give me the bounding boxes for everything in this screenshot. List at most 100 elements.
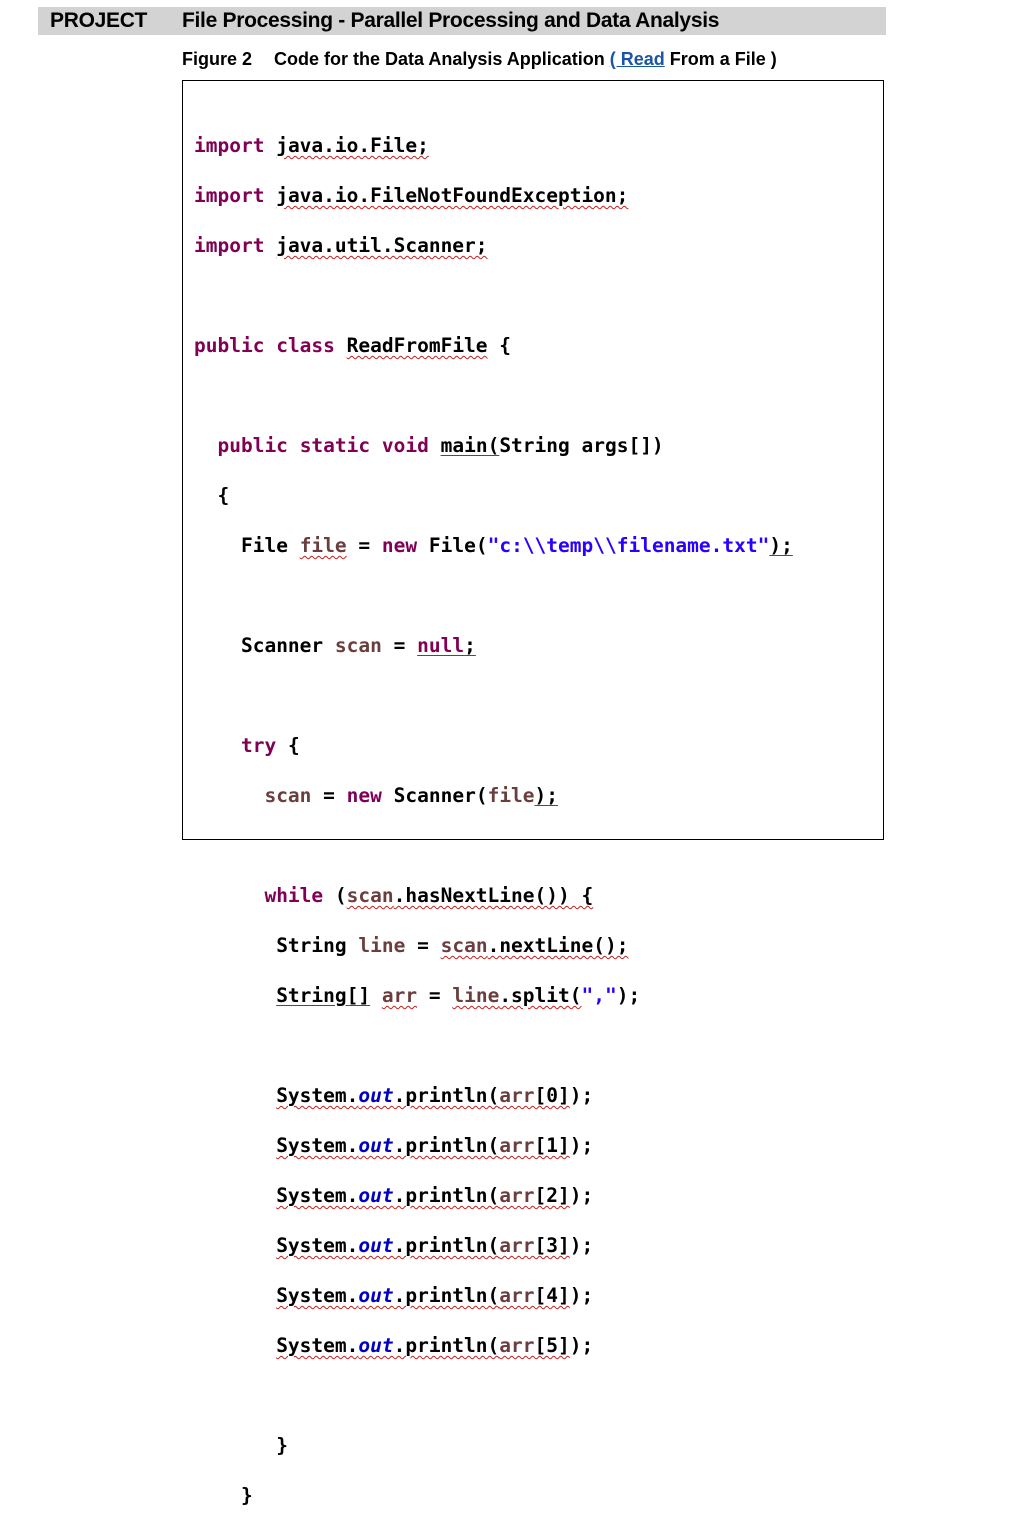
code-token: System.: [276, 1234, 359, 1257]
code-token: (: [334, 884, 347, 907]
code-token: out: [358, 1284, 394, 1307]
code-line: try {: [194, 733, 793, 758]
code-line: {: [194, 483, 793, 508]
code-token: file: [487, 784, 535, 807]
code-token: );: [569, 1334, 594, 1357]
code-line: String line = scan.nextLine();: [194, 933, 793, 958]
code-token: scan: [346, 884, 394, 907]
code-token: .println(: [393, 1284, 500, 1307]
code-token: [0]: [534, 1084, 570, 1107]
code-line: while (scan.hasNextLine()) {: [194, 883, 793, 908]
code-token: line: [452, 984, 500, 1007]
code-token: .split(: [499, 984, 582, 1007]
code-token: [2]: [534, 1184, 570, 1207]
code-line: System.out.println(arr[4]);: [194, 1283, 793, 1308]
code-token: File: [240, 534, 288, 557]
code-token: new: [346, 784, 382, 807]
code-line: System.out.println(arr[0]);: [194, 1083, 793, 1108]
code-token: System.: [276, 1284, 359, 1307]
code-token: Scanner(: [393, 784, 488, 807]
code-token: );: [569, 1184, 594, 1207]
page-title: File Processing - Parallel Processing an…: [182, 9, 720, 32]
code-token: );: [616, 984, 641, 1007]
code-token: ReadFromFile: [346, 334, 488, 357]
code-token: class: [276, 334, 335, 357]
code-token: [4]: [534, 1284, 570, 1307]
code-token: .println(: [393, 1234, 500, 1257]
code-token: static: [299, 434, 371, 457]
code-line: }: [194, 1483, 793, 1508]
code-line: scan = new Scanner(file);: [194, 783, 793, 808]
code-line: import java.io.File;: [194, 133, 793, 158]
code-line: Scanner scan = null;: [194, 633, 793, 658]
code-token: new: [381, 534, 418, 557]
code-box: [182, 80, 884, 840]
code-token: file: [299, 534, 347, 557]
code-token: arr: [499, 1184, 535, 1207]
caption-text-end: From a File ): [664, 49, 777, 69]
code-token: out: [358, 1234, 394, 1257]
code-token: out: [358, 1134, 394, 1157]
code-token: String[]: [276, 984, 371, 1007]
code-token: =: [393, 634, 406, 657]
code-token: .println(: [393, 1084, 500, 1107]
code-listing: import java.io.File; import java.io.File…: [194, 108, 793, 1533]
code-token: );: [569, 1084, 594, 1107]
code-token: {: [217, 484, 230, 507]
code-token: out: [358, 1084, 394, 1107]
project-label: PROJECT: [50, 9, 148, 32]
code-line: System.out.println(arr[2]);: [194, 1183, 793, 1208]
code-token: System.: [276, 1184, 359, 1207]
code-token: String args[]): [499, 434, 664, 457]
code-token: File(: [428, 534, 488, 557]
code-line: }: [194, 1433, 793, 1458]
code-token: System.: [276, 1334, 359, 1357]
code-token: import: [194, 234, 265, 257]
code-token: public: [217, 434, 288, 457]
code-token: java.io.FileNotFoundException;: [276, 184, 629, 207]
code-token: {: [499, 334, 512, 357]
code-token: import: [194, 184, 265, 207]
code-token: arr: [499, 1084, 535, 1107]
code-token: ;: [464, 634, 476, 657]
code-token: .println(: [393, 1184, 500, 1207]
code-line-blank: [194, 383, 793, 408]
code-token: Scanner: [240, 634, 324, 657]
code-line: System.out.println(arr[1]);: [194, 1133, 793, 1158]
code-token: arr: [499, 1284, 535, 1307]
code-token: System.: [276, 1134, 359, 1157]
code-token: try: [240, 734, 277, 757]
code-token: while: [264, 884, 324, 907]
code-line-blank: [194, 833, 793, 858]
code-token: =: [417, 934, 429, 957]
code-line: File file = new File("c:\\temp\\filename…: [194, 533, 793, 558]
code-token: );: [569, 1134, 594, 1157]
code-token: [5]: [534, 1334, 570, 1357]
code-token: scan: [264, 784, 312, 807]
code-token: );: [769, 534, 793, 557]
code-token: arr: [499, 1134, 535, 1157]
code-token: null: [417, 634, 465, 657]
code-token: arr: [499, 1234, 535, 1257]
code-line-blank: [194, 1383, 793, 1408]
code-token: =: [428, 984, 441, 1007]
code-token: {: [287, 734, 300, 757]
code-token: out: [358, 1334, 394, 1357]
figure-label: Figure 2: [182, 49, 253, 69]
code-token: }: [240, 1484, 253, 1507]
caption-link[interactable]: ( Read: [609, 49, 665, 69]
code-token: java.io.File;: [276, 134, 429, 157]
code-token: =: [323, 784, 335, 807]
code-line-blank: [194, 283, 793, 308]
code-token: main(: [440, 434, 500, 457]
code-token: .println(: [393, 1134, 500, 1157]
code-token: .hasNextLine()) {: [393, 884, 594, 907]
code-line: import java.util.Scanner;: [194, 233, 793, 258]
code-token: out: [358, 1184, 394, 1207]
code-token: line: [358, 934, 406, 957]
code-token: "c:\\temp\\filename.txt": [487, 534, 770, 557]
code-line: public class ReadFromFile {: [194, 333, 793, 358]
code-token: String: [276, 934, 347, 957]
code-token: public: [194, 334, 265, 357]
